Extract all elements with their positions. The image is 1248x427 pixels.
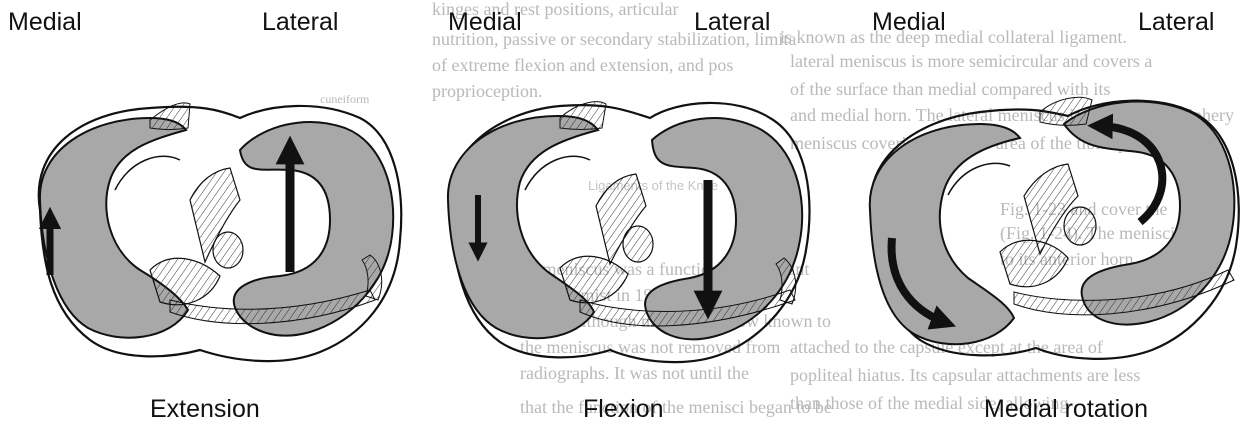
ligament-fibers	[560, 256, 628, 302]
ligament-fibers	[1040, 97, 1092, 125]
medial-meniscus	[40, 118, 188, 338]
panel-flexion	[448, 102, 810, 362]
label-medial: Medial	[872, 10, 946, 35]
caption-medial-rotation: Medial rotation	[984, 397, 1148, 422]
lateral-meniscus	[645, 118, 802, 339]
ligament-attachment	[623, 226, 653, 262]
caption-extension: Extension	[150, 397, 260, 422]
label-lateral: Lateral	[694, 10, 770, 35]
ligament-fibers	[1000, 240, 1068, 286]
label-medial: Medial	[448, 10, 522, 35]
label-medial: Medial	[8, 10, 82, 35]
ligament-attachment	[213, 232, 243, 268]
panel-extension	[39, 103, 401, 361]
ligament-fibers	[150, 258, 220, 304]
label-lateral: Lateral	[262, 10, 338, 35]
panel-medial-rotation	[870, 97, 1239, 359]
ligament-attachment	[1064, 207, 1096, 245]
medial-meniscus	[870, 124, 1020, 344]
label-lateral: Lateral	[1138, 10, 1214, 35]
caption-flexion: Flexion	[583, 397, 664, 422]
